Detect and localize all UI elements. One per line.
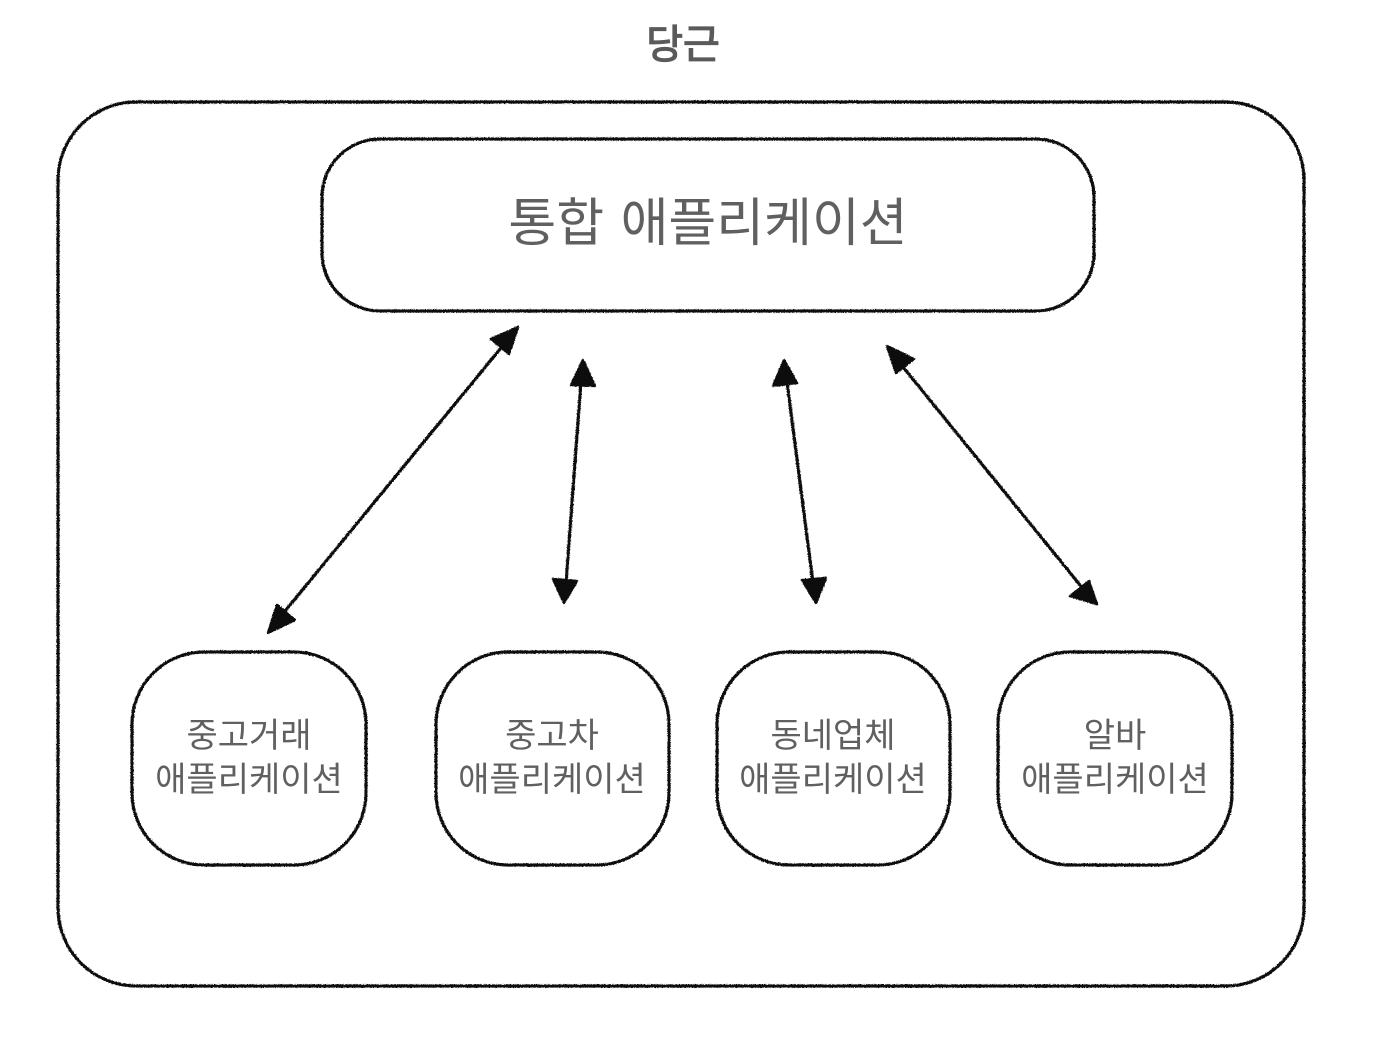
service-label-line1: 동네업체 xyxy=(770,716,895,756)
service-node-used-goods: 중고거래 애플리케이션 xyxy=(130,650,368,867)
service-label-line2: 애플리케이션 xyxy=(1021,760,1209,800)
connector-hub-used-goods xyxy=(266,325,520,635)
arrowhead-down-icon xyxy=(266,603,297,635)
arrowhead-up-icon xyxy=(489,325,520,356)
service-box xyxy=(130,650,368,867)
connector-hub-local-business xyxy=(771,358,828,605)
service-label-line2: 애플리케이션 xyxy=(458,760,646,800)
arrowhead-up-icon xyxy=(771,358,799,388)
service-label-line2: 애플리케이션 xyxy=(739,760,927,800)
connector-line xyxy=(279,341,507,618)
connector-hub-used-cars xyxy=(551,358,597,605)
service-label-line1: 중고거래 xyxy=(186,716,311,756)
connector-line xyxy=(897,360,1086,592)
connector-line xyxy=(564,381,583,584)
arrowhead-down-icon xyxy=(1068,579,1099,606)
diagram-title: 당근 xyxy=(646,22,720,68)
service-box xyxy=(715,650,952,867)
connector-line xyxy=(785,381,815,584)
arrowhead-up-icon xyxy=(569,358,597,388)
connector-hub-part-time-jobs xyxy=(885,344,1099,606)
hub-label: 통합 애플리케이션 xyxy=(508,194,907,254)
service-node-local-business: 동네업체 애플리케이션 xyxy=(715,650,952,867)
service-label-line2: 애플리케이션 xyxy=(155,760,343,800)
outer-container xyxy=(56,100,1306,988)
service-node-part-time-jobs: 알바 애플리케이션 xyxy=(996,650,1234,867)
hub-box xyxy=(320,137,1096,313)
hub-node: 통합 애플리케이션 xyxy=(320,137,1096,313)
arrowhead-down-icon xyxy=(800,576,828,605)
service-node-used-cars: 중고차 애플리케이션 xyxy=(434,650,671,867)
arrowhead-up-icon xyxy=(885,344,916,375)
service-label-line1: 알바 xyxy=(1084,716,1147,756)
service-box xyxy=(996,650,1234,867)
service-label-line1: 중고차 xyxy=(505,716,599,756)
arrowhead-down-icon xyxy=(551,577,579,605)
service-box xyxy=(434,650,671,867)
